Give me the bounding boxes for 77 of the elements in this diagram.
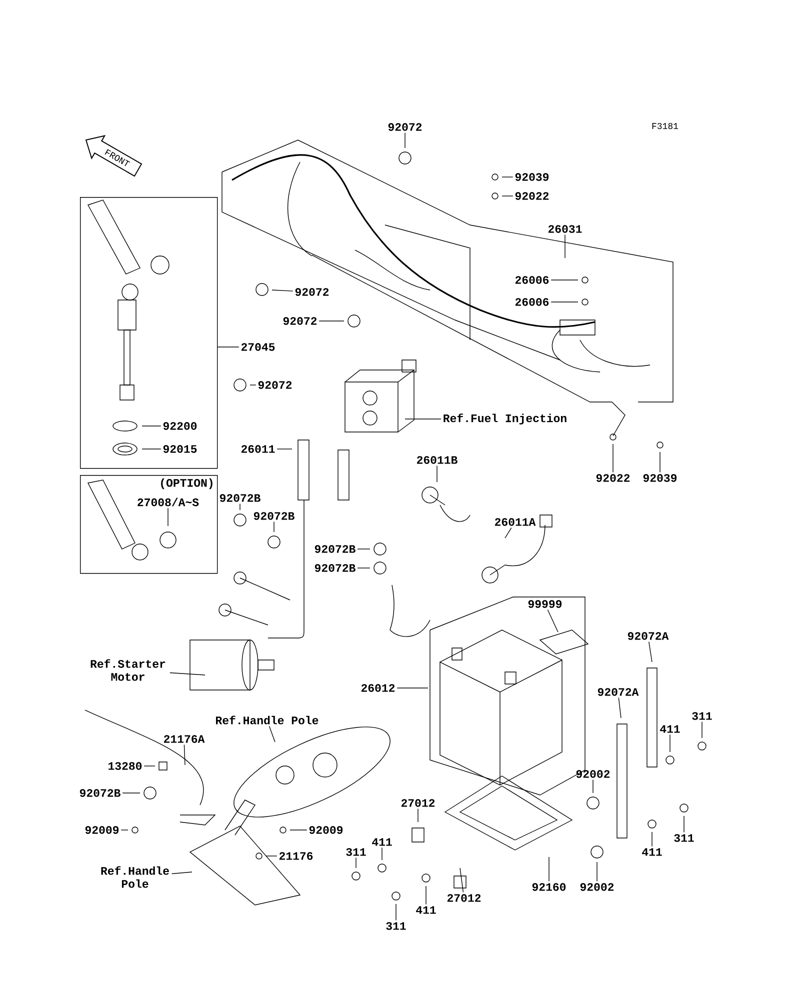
leader-line	[272, 290, 294, 292]
callout-number: 311	[674, 834, 694, 842]
callout-number: 92072B	[254, 512, 294, 520]
callout-number: 92072	[258, 381, 292, 389]
leader-line	[250, 384, 256, 386]
drawing-number: F3181	[652, 122, 678, 130]
callout-number: 92022	[515, 192, 549, 200]
callout-number: 92039	[643, 474, 677, 482]
leader-line	[268, 726, 276, 742]
leader-line	[564, 234, 566, 258]
callout-number: 92072	[295, 288, 329, 296]
group-frame	[80, 197, 218, 469]
leader-line	[596, 862, 598, 882]
callout-number: 21176A	[164, 735, 205, 743]
callout-number: 92015	[163, 445, 197, 453]
callout-number: 21176	[279, 852, 313, 860]
callout-number: 92009	[309, 826, 343, 834]
callout-number: 27008/A~S	[138, 498, 199, 506]
callout-number: 411	[642, 848, 662, 856]
callout-number: 26012	[361, 684, 395, 692]
leader-line	[184, 744, 186, 766]
callout-number: 311	[386, 922, 406, 930]
callout-number: 27012	[447, 894, 481, 902]
callout-number: 27045	[241, 343, 275, 351]
leader-line	[318, 320, 344, 322]
leader-line	[142, 448, 162, 450]
leader-line	[548, 856, 550, 882]
leader-line	[436, 465, 438, 482]
leader-line	[357, 548, 370, 550]
callout-number: 92002	[576, 770, 610, 778]
callout-number: 311	[692, 712, 712, 720]
callout-number: 92072A	[598, 688, 639, 696]
callout-number: 92072B	[314, 545, 356, 553]
leader-line	[460, 868, 464, 893]
callout-number: 26006	[515, 276, 549, 284]
leader-line	[502, 176, 514, 178]
leader-line	[217, 346, 240, 348]
callout-number: 92072B	[80, 789, 120, 797]
callout-number: 99999	[528, 600, 562, 608]
reference-note: Ref.Starter Motor	[90, 659, 166, 681]
callout-number: 92072A	[628, 632, 669, 640]
reference-note: Ref.Handle Pole	[216, 716, 318, 724]
callout-number: 92200	[163, 422, 197, 430]
leader-line	[612, 444, 614, 473]
reference-note: Ref.Handle Pole	[101, 866, 169, 888]
leader-line	[648, 641, 652, 662]
leader-line	[170, 672, 206, 676]
leader-line	[404, 132, 406, 148]
leader-line	[404, 418, 442, 420]
callout-number: 92072	[388, 123, 422, 131]
leader-line	[592, 779, 594, 794]
callout-number: 92009	[85, 826, 119, 834]
leader-line	[547, 609, 558, 632]
callout-number: 26011A	[494, 518, 536, 526]
callout-number: 92002	[580, 883, 614, 891]
callout-number: 26011	[241, 445, 275, 453]
leader-line	[122, 792, 140, 794]
leader-line	[172, 872, 192, 874]
leader-line	[618, 697, 622, 718]
callout-number: 92072B	[314, 564, 356, 572]
callout-number: 92072	[283, 317, 317, 325]
callout-number: 92160	[532, 883, 566, 891]
callout-number: 92022	[596, 474, 630, 482]
callout-number: 13280	[108, 762, 142, 770]
callout-number: 411	[416, 906, 436, 914]
leader-line	[276, 448, 292, 450]
callout-number: 311	[346, 848, 366, 856]
callout-number: 26011B	[416, 456, 458, 464]
callout-number: 27012	[401, 799, 435, 807]
callout-number: 92039	[515, 173, 549, 181]
callout-number: 411	[372, 838, 392, 846]
leader-line	[504, 527, 512, 538]
callout-number: 26006	[515, 298, 549, 306]
callout-number: 411	[660, 725, 680, 733]
reference-note: Ref.Fuel Injection	[444, 414, 566, 424]
callout-number: 26031	[548, 225, 582, 233]
callout-number: 92072B	[220, 494, 260, 502]
